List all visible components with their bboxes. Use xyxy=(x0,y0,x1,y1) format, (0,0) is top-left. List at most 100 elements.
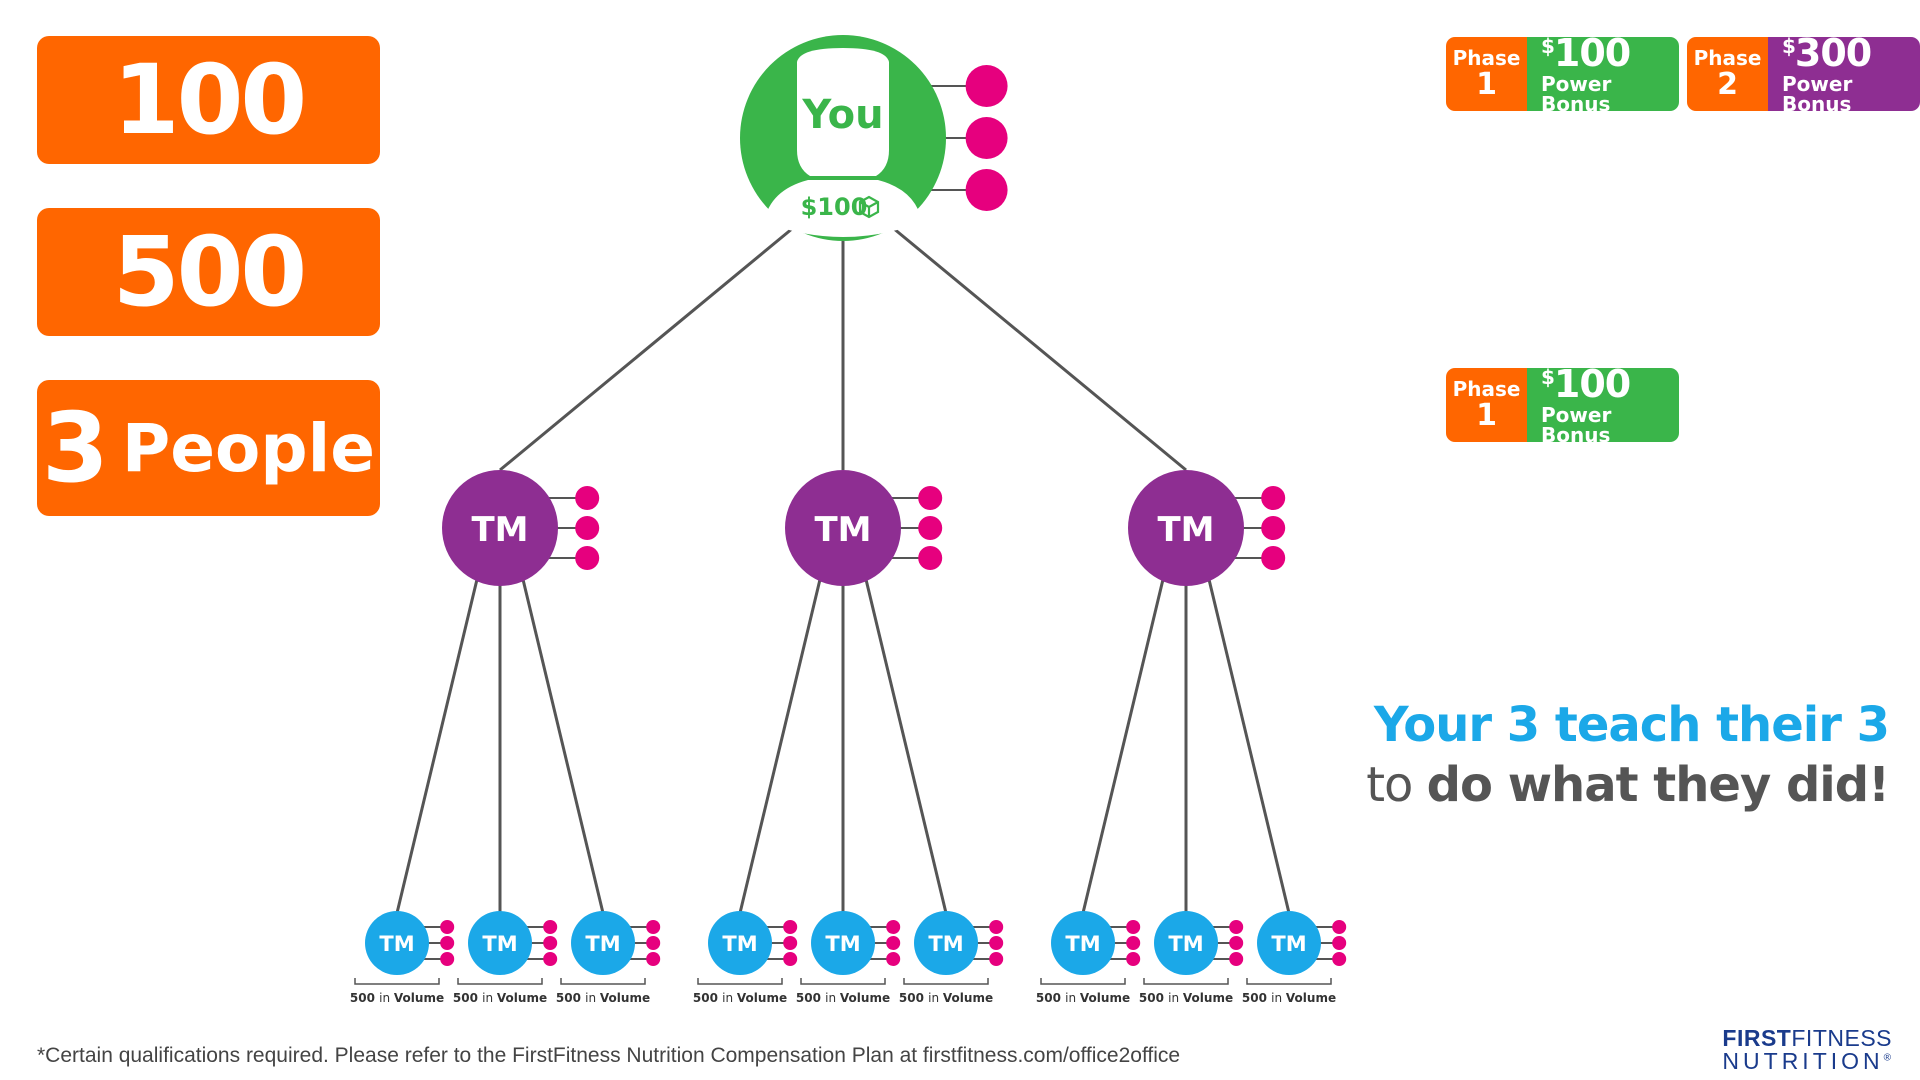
tagline-line2: to do what they did! xyxy=(1366,755,1890,815)
volume-bracket xyxy=(457,978,543,985)
level2-node-circle xyxy=(708,911,772,975)
root-to-level1-connector xyxy=(499,226,794,472)
bonus-caption: Power Bonus xyxy=(1541,403,1612,442)
level2-member-dot xyxy=(1332,952,1347,966)
level1-to-level2-connector xyxy=(1081,577,1165,914)
tree-member-dots xyxy=(422,65,1347,966)
level2-node-label: TM xyxy=(1065,932,1100,956)
level2-node-circle xyxy=(468,911,532,975)
volume-label: 500 in Volume xyxy=(350,991,444,1005)
bonus-caption: Power Bonus xyxy=(1541,72,1612,111)
amount-value: 300 xyxy=(1794,37,1872,75)
level1-to-level2-connector xyxy=(864,577,948,914)
volume-bracket xyxy=(560,978,646,985)
level1-node-label: TM xyxy=(471,510,528,550)
level2-node-label: TM xyxy=(722,932,757,956)
level1-to-level2-connector xyxy=(738,577,822,914)
root-member-dot xyxy=(965,65,1008,107)
volume-bracket xyxy=(1040,978,1126,985)
level2-node-circle xyxy=(1257,911,1321,975)
volume-label: 500 in Volume xyxy=(796,991,890,1005)
level1-member-dot xyxy=(1261,546,1286,570)
level1-to-level2-connector xyxy=(521,577,605,914)
level2-member-dot xyxy=(1126,936,1141,950)
bonus-amount: $100 xyxy=(1541,368,1679,403)
level2-node-label: TM xyxy=(585,932,620,956)
box-icon xyxy=(858,195,880,219)
level2-node-circle xyxy=(811,911,875,975)
level2-member-dot xyxy=(886,952,901,966)
volume-bracket xyxy=(1246,978,1332,985)
root-to-level1-connector xyxy=(892,226,1187,472)
level1-member-dot xyxy=(918,516,943,540)
level2-node-label: TM xyxy=(379,932,414,956)
level2-member-dot xyxy=(989,936,1004,950)
phase-block: Phase 1 xyxy=(1446,368,1527,442)
level2-node-label: TM xyxy=(482,932,517,956)
amount-block: $300 Power Bonus xyxy=(1768,37,1920,111)
requirement-box-500: 500 xyxy=(37,208,380,336)
requirement-value: 100 xyxy=(112,44,307,156)
requirement-box-people: 3 People xyxy=(37,380,380,516)
logo-fitness: FITNESS xyxy=(1791,1025,1892,1051)
amount-value: 100 xyxy=(1553,37,1631,75)
bonus-caption: Power Bonus xyxy=(1782,72,1853,111)
level2-member-dot xyxy=(543,952,558,966)
amount-block: $100 Power Bonus xyxy=(1527,368,1679,442)
level1-node-label: TM xyxy=(814,510,871,550)
tree-connectors xyxy=(395,226,1291,914)
level2-member-dot xyxy=(646,952,661,966)
volume-label: 500 in Volume xyxy=(556,991,650,1005)
tagline-bold: do what they did! xyxy=(1426,757,1890,813)
bonus-amount: $100 xyxy=(1541,37,1679,72)
level2-member-dot xyxy=(440,952,455,966)
level2-member-dot xyxy=(646,920,661,934)
bonus-badge-phase1-middle: Phase 1 $100 Power Bonus xyxy=(1446,368,1679,442)
level2-member-dot xyxy=(1126,920,1141,934)
level2-member-dot xyxy=(1332,920,1347,934)
level2-node-label: TM xyxy=(928,932,963,956)
level2-node-circle xyxy=(1051,911,1115,975)
level2-node-circle xyxy=(914,911,978,975)
tagline: Your 3 teach their 3 to do what they did… xyxy=(1366,695,1890,815)
level2-node-label: TM xyxy=(1168,932,1203,956)
volume-label: 500 in Volume xyxy=(693,991,787,1005)
root-member-dot xyxy=(965,117,1008,159)
bonus-badge-phase1-top: Phase 1 $100 Power Bonus xyxy=(1446,37,1679,111)
phase-number: 1 xyxy=(1476,67,1497,102)
volume-label: 500 in Volume xyxy=(453,991,547,1005)
root-amount: $100 xyxy=(801,193,868,221)
root-member-dot xyxy=(965,169,1008,211)
volume-bracket xyxy=(1143,978,1229,985)
level2-node-circle xyxy=(365,911,429,975)
phase-label: Phase xyxy=(1452,46,1521,70)
level2-member-dot xyxy=(783,920,798,934)
level2-member-dot xyxy=(886,936,901,950)
level1-member-dot xyxy=(918,486,943,510)
level2-member-dot xyxy=(1229,952,1244,966)
volume-bracket xyxy=(800,978,886,985)
level2-member-dot xyxy=(646,936,661,950)
phase-label: Phase xyxy=(1693,46,1762,70)
requirement-value: 500 xyxy=(112,216,307,328)
amount-block: $100 Power Bonus xyxy=(1527,37,1679,111)
level2-member-dot xyxy=(440,920,455,934)
volume-label: 500 in Volume xyxy=(899,991,993,1005)
level2-member-dot xyxy=(783,936,798,950)
phase-label: Phase xyxy=(1452,377,1521,401)
level2-member-dot xyxy=(989,920,1004,934)
level2-node-label: TM xyxy=(825,932,860,956)
level2-member-dot xyxy=(1126,952,1141,966)
phase-block: Phase 1 xyxy=(1446,37,1527,111)
tagline-light: to xyxy=(1366,757,1427,813)
root-node-you: You $100 xyxy=(740,35,946,241)
bonus-badge-phase2: Phase 2 $300 Power Bonus xyxy=(1687,37,1920,111)
logo-registered-mark: ® xyxy=(1883,1052,1892,1064)
level1-to-level2-connector xyxy=(395,577,479,914)
volume-label: 500 in Volume xyxy=(1139,991,1233,1005)
level2-member-dot xyxy=(440,936,455,950)
level1-member-dot xyxy=(918,546,943,570)
level2-member-dot xyxy=(989,952,1004,966)
phase-block: Phase 2 xyxy=(1687,37,1768,111)
